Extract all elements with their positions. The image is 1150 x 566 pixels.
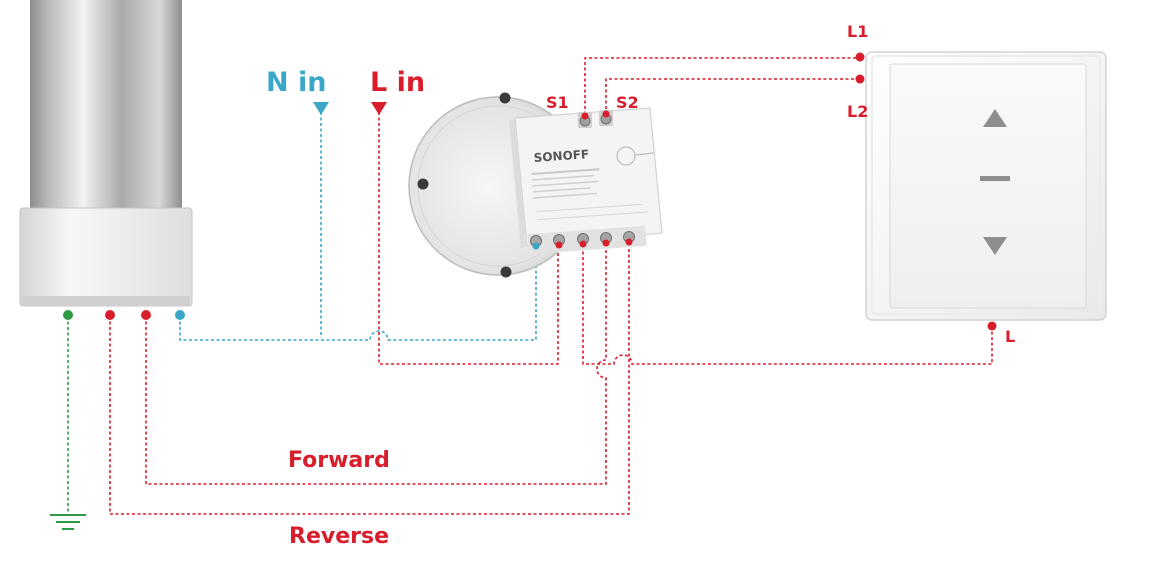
neutral-arrow-icon — [313, 102, 329, 115]
label-s2: S2 — [616, 93, 639, 112]
terminal-l1 — [855, 52, 865, 62]
wire-s2-l2 — [605, 78, 860, 120]
terminal-s1 — [581, 112, 589, 120]
terminal-n — [532, 242, 540, 250]
wire-l-switch — [582, 246, 993, 365]
wire-reverse — [109, 246, 630, 515]
triangle-up-icon[interactable] — [983, 109, 1007, 127]
terminal-l-out — [579, 240, 587, 248]
label-l: L — [1005, 327, 1015, 346]
motor-tube — [19, 0, 193, 307]
terminal-l-in — [555, 241, 563, 249]
label-l2: L2 — [847, 102, 868, 121]
terminal-l-out2 — [625, 238, 633, 246]
label-l-in: L in — [370, 67, 425, 98]
live-arrow-icon — [371, 102, 387, 115]
label-s1: S1 — [546, 93, 569, 112]
module-brand: SONOFF — [533, 147, 589, 165]
relay-module: SONOFF — [509, 107, 663, 255]
motor-terminals — [63, 310, 185, 320]
bottom-terminals — [527, 225, 647, 255]
terminal-ground — [63, 310, 73, 320]
label-forward: Forward — [288, 448, 390, 473]
terminal-neutral — [175, 310, 185, 320]
ground-icon — [50, 514, 86, 530]
terminal-l-switch — [987, 321, 997, 331]
terminal-s2 — [602, 110, 610, 118]
label-n-in: N in — [266, 67, 326, 98]
pairing-button-icon — [616, 146, 636, 166]
terminal-l2 — [855, 74, 865, 84]
wire-live-in — [378, 112, 559, 365]
wire-forward — [145, 246, 607, 485]
triangle-down-icon[interactable] — [983, 237, 1007, 255]
terminal-reverse — [105, 310, 115, 320]
label-reverse: Reverse — [289, 524, 389, 549]
terminal-l-out1 — [602, 239, 610, 247]
label-l1: L1 — [847, 22, 868, 41]
wall-switch — [855, 51, 1107, 331]
wire-neutral-motor — [179, 246, 537, 341]
dash-icon[interactable] — [980, 176, 1010, 181]
terminal-forward — [141, 310, 151, 320]
wire-s1-l1 — [584, 57, 860, 120]
top-terminals — [578, 110, 613, 128]
wires — [67, 57, 993, 515]
